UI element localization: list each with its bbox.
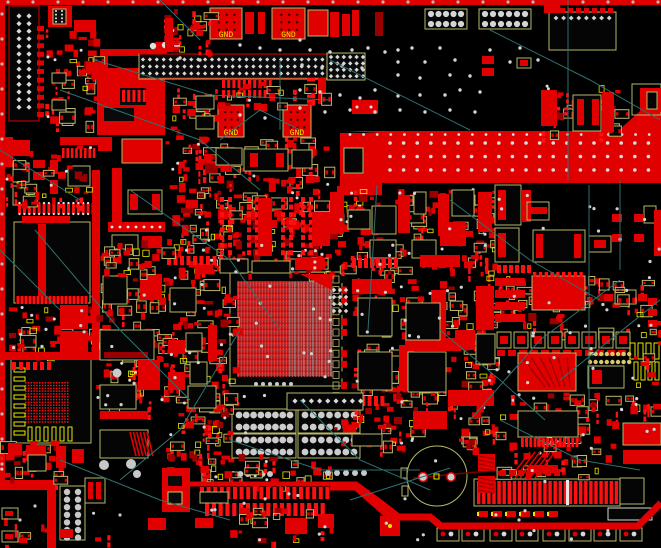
svg-text:GND: GND: [224, 129, 239, 138]
svg-text:GND: GND: [281, 31, 296, 40]
svg-text:GND: GND: [219, 31, 234, 40]
svg-text:GND: GND: [290, 129, 305, 138]
